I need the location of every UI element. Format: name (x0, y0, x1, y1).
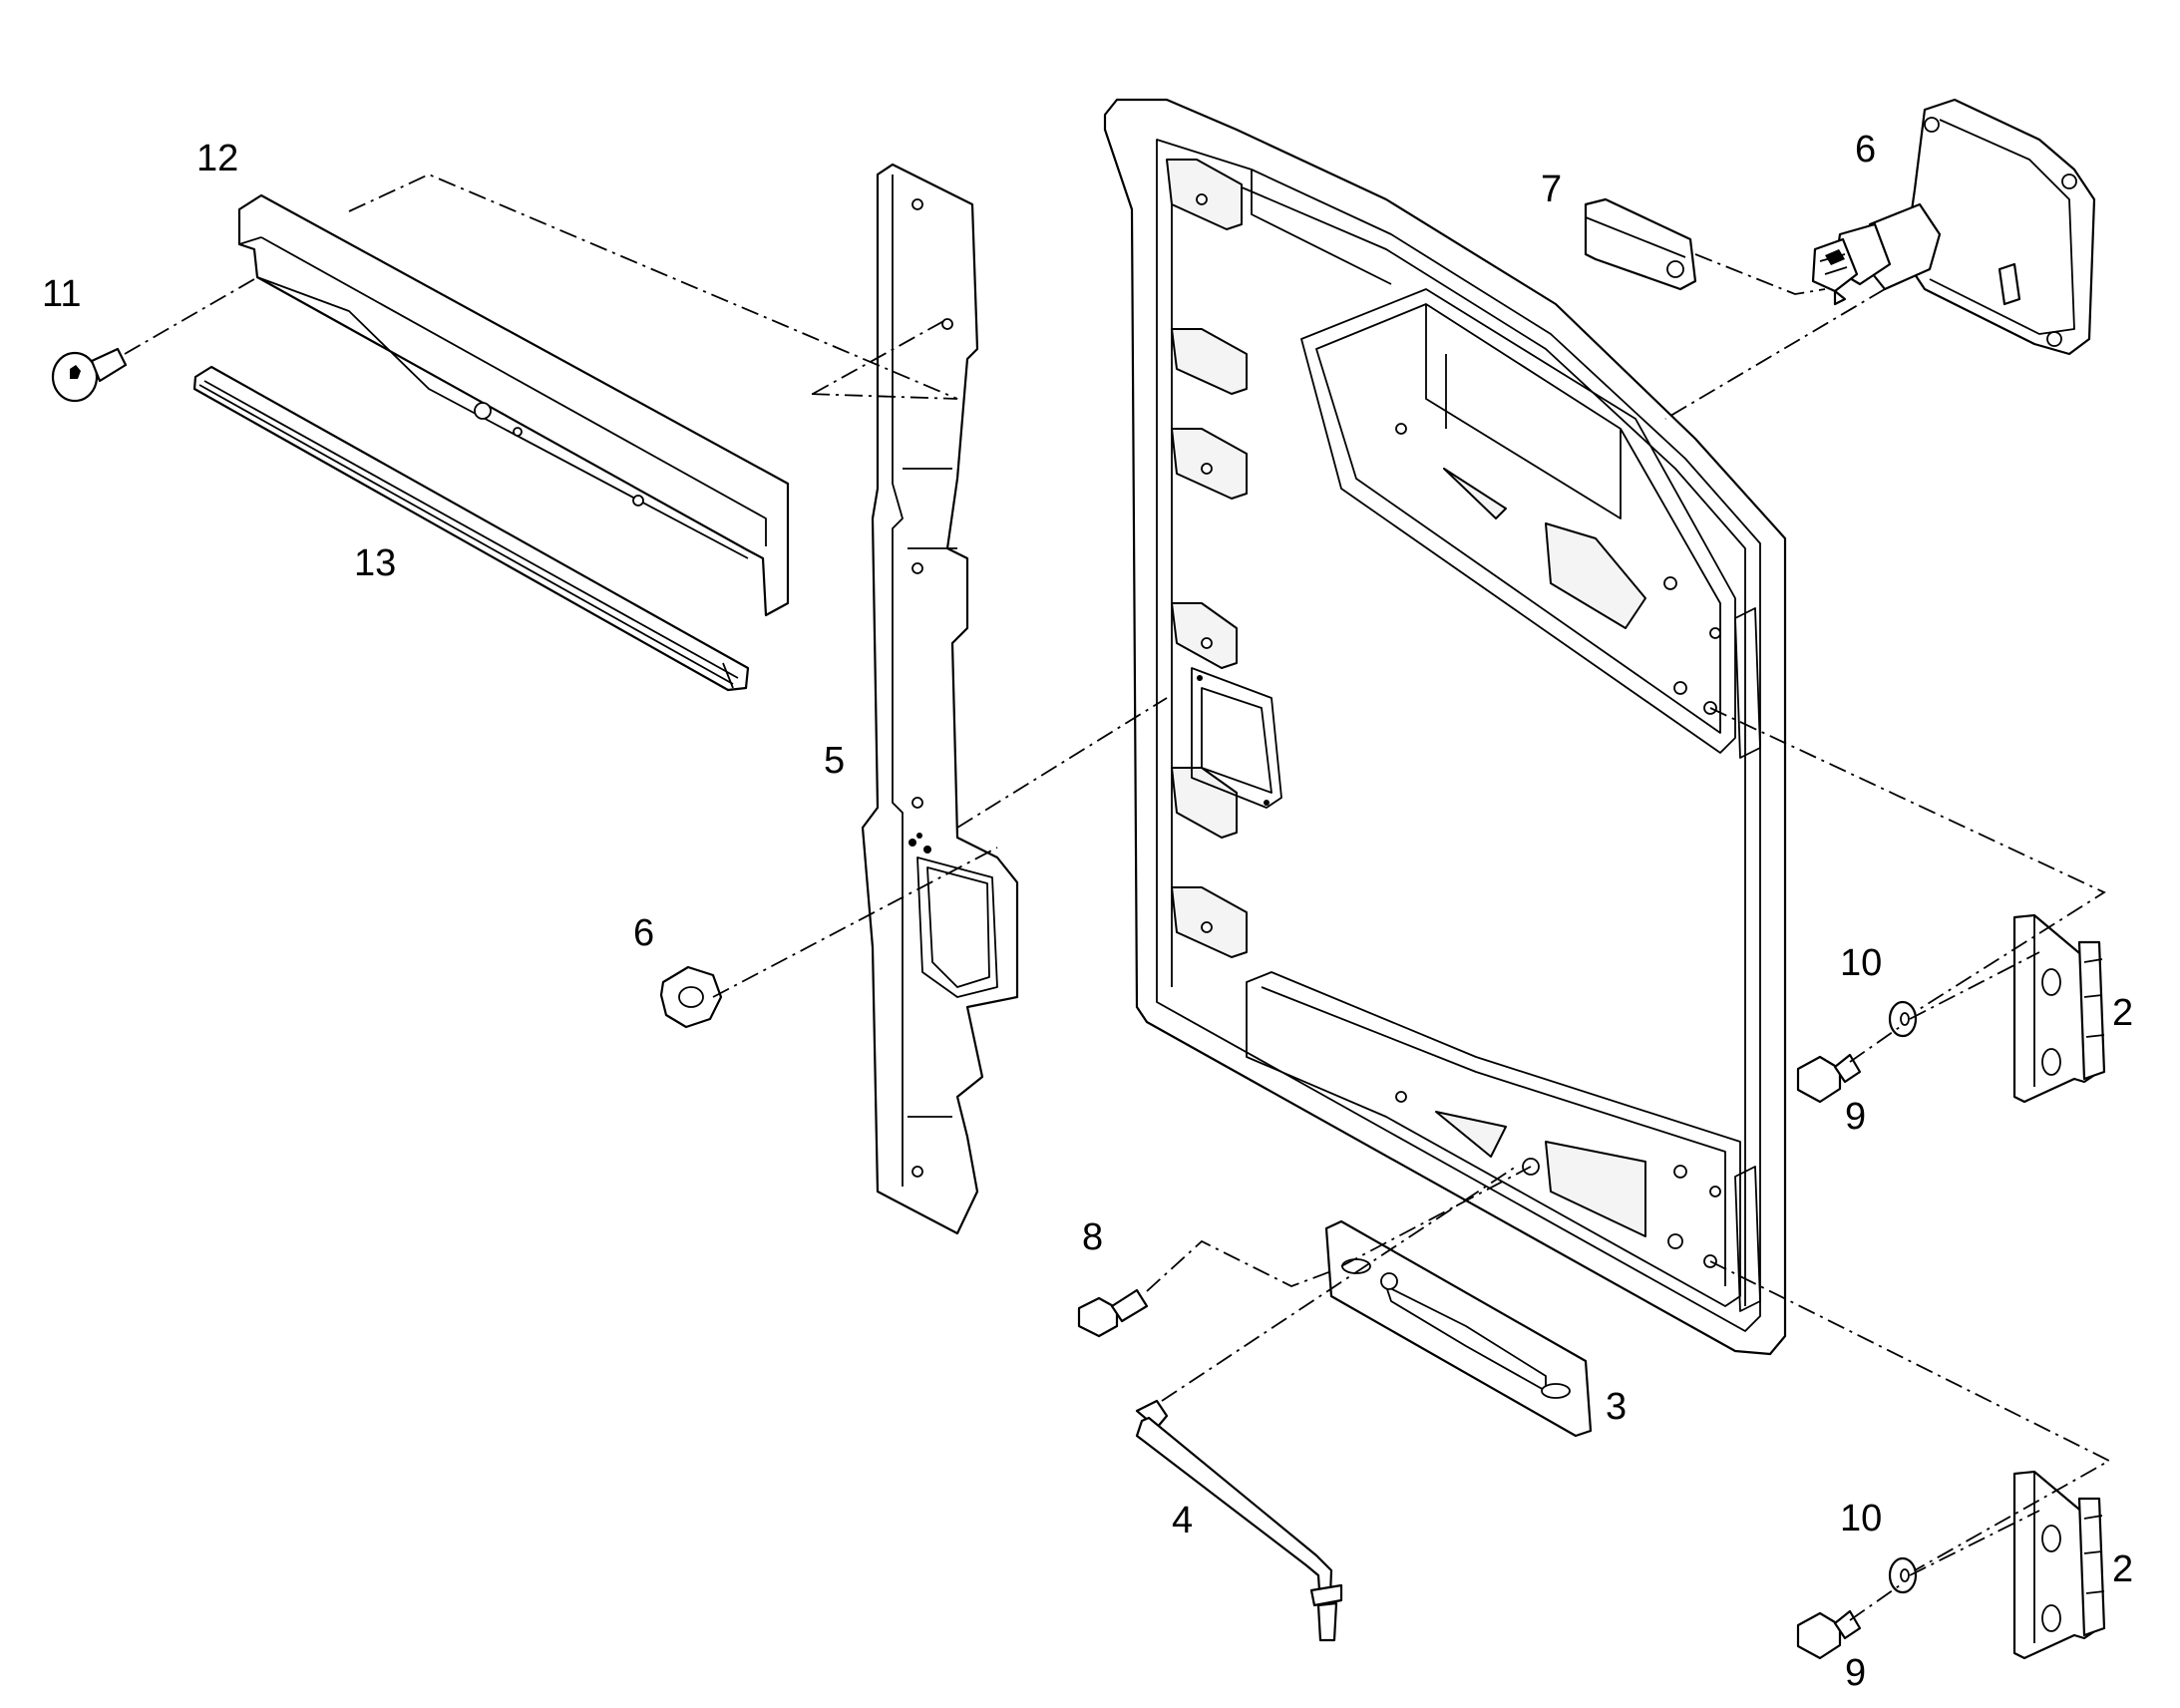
callout-10-lower: 10 (1840, 1498, 1882, 1539)
part-4-latch-rod (1135, 1399, 1343, 1642)
part-11-screw (51, 347, 128, 403)
part-6-hex-nut (659, 965, 723, 1029)
part-8-bolt (1077, 1288, 1149, 1338)
callout-11: 11 (42, 273, 81, 315)
callout-6-lock: 6 (1855, 129, 1876, 171)
callout-5: 5 (824, 740, 845, 782)
callout-9-upper: 9 (1845, 1096, 1866, 1138)
part-10-washer-lower (1888, 1556, 1918, 1594)
leader-lines (124, 173, 2111, 1621)
part-5-vertical-bracket (861, 163, 1019, 1235)
callout-4: 4 (1172, 1500, 1193, 1541)
callout-3: 3 (1606, 1386, 1627, 1428)
part-13-seal-strip (192, 365, 750, 692)
part-2-hinge-lower (2012, 1470, 2106, 1660)
part-2-hinge-upper (2012, 913, 2106, 1104)
part-12-top-rail (237, 193, 790, 617)
part-9-bolt-upper (1796, 1053, 1862, 1104)
callout-9-lower: 9 (1845, 1652, 1866, 1694)
callout-10-upper: 10 (1840, 942, 1882, 984)
callout-2-upper: 2 (2112, 992, 2133, 1034)
part-6-lock-assembly (1811, 98, 2096, 356)
part-7-plate (1584, 197, 1697, 291)
part-9-bolt-lower (1796, 1609, 1862, 1660)
part-10-washer-upper (1888, 1000, 1918, 1038)
part-3-latch-plate (1324, 1219, 1593, 1438)
main-panel-frame (1103, 98, 1787, 1356)
callout-6-nut: 6 (633, 912, 654, 954)
callout-labels: 12 11 13 5 6 7 6 10 2 9 8 3 4 10 2 9 (42, 129, 2133, 1694)
callout-8: 8 (1082, 1216, 1103, 1258)
callout-13: 13 (354, 542, 396, 584)
callout-2-lower: 2 (2112, 1548, 2133, 1590)
callout-7: 7 (1541, 169, 1562, 210)
callout-12: 12 (196, 138, 238, 179)
